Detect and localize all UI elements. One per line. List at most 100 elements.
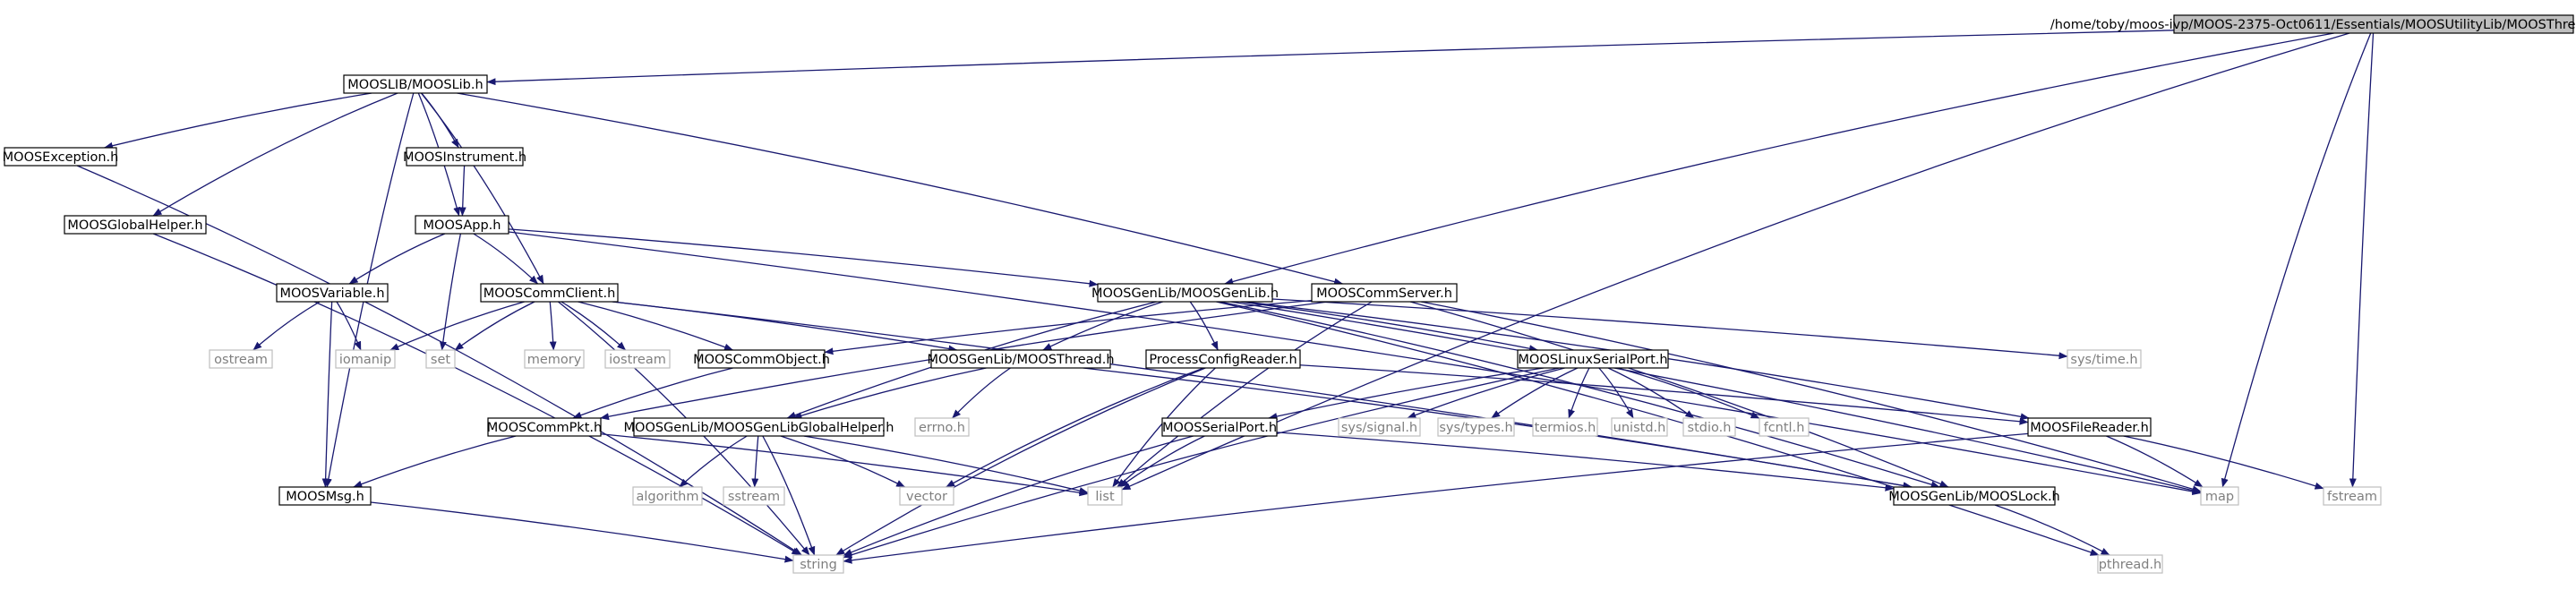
node-ostream-label: ostream <box>214 353 268 367</box>
node-iomanip-box <box>335 349 396 369</box>
node-genlibglobal-box <box>633 417 885 437</box>
node-fstream-label: fstream <box>2327 490 2377 504</box>
node-list-label: list <box>1095 490 1115 504</box>
edge-globalhelper-to-string <box>152 233 801 556</box>
edge-linuxserial-to-syssignal <box>1407 367 1565 419</box>
edge-commserver-to-map <box>1420 301 2202 493</box>
node-mooslib-box <box>343 74 488 94</box>
node-serialport[interactable]: MOOSSerialPort.h <box>1161 417 1278 437</box>
node-map: map <box>2200 486 2239 506</box>
edge-linuxserial-to-termios <box>1568 367 1590 419</box>
edge-commpkt-to-moosmsg <box>353 435 517 488</box>
node-commpkt-label: MOOSCommPkt.h <box>487 421 602 435</box>
node-list: list <box>1087 486 1123 506</box>
edge-linuxserial-to-string <box>843 367 1560 559</box>
node-memory: memory <box>524 349 585 369</box>
node-vector-box <box>899 486 954 506</box>
node-lock-box <box>1893 486 2056 506</box>
node-sstream-label: sstream <box>728 490 780 504</box>
node-thread-box <box>930 349 1111 369</box>
node-app[interactable]: MOOSApp.h <box>415 215 509 235</box>
edge-root-to-mooslib <box>486 30 2175 86</box>
edge-genlibglobal-to-sstream <box>751 435 759 488</box>
node-instrument[interactable]: MOOSInstrument.h <box>403 147 526 167</box>
edge-filereader-to-fstream <box>2123 435 2324 490</box>
edge-serialport-to-list <box>1119 435 1205 488</box>
node-errno-box <box>914 417 970 437</box>
node-fstream: fstream <box>2323 486 2382 506</box>
node-commobject[interactable]: MOOSCommObject.h <box>693 349 830 369</box>
node-commserver-box <box>1311 283 1458 303</box>
edge-commpkt-to-list <box>600 433 1089 497</box>
edge-thread-to-genlibglobal <box>792 367 987 419</box>
edge-genlib-to-pthread <box>1216 301 2100 556</box>
node-instrument-box <box>406 147 524 167</box>
node-root-box <box>2173 14 2574 34</box>
node-procconfig-label: ProcessConfigReader.h <box>1149 353 1297 367</box>
node-linuxserial[interactable]: MOOSLinuxSerialPort.h <box>1517 349 1669 369</box>
node-globalhelper[interactable]: MOOSGlobalHelper.h <box>64 215 207 235</box>
node-ostream-box <box>209 349 273 369</box>
node-moosmsg[interactable]: MOOSMsg.h <box>278 486 372 506</box>
node-commobject-label: MOOSCommObject.h <box>693 353 830 367</box>
node-exception[interactable]: MOOSException.h <box>3 147 119 167</box>
edge-commclient-to-string <box>558 301 810 556</box>
node-errno-label: errno.h <box>919 421 965 435</box>
node-iostream-label: iostream <box>609 353 666 367</box>
edge-commclient-to-set <box>454 301 535 351</box>
node-syssignal-box <box>1338 417 1421 437</box>
node-termios: termios.h <box>1532 417 1598 437</box>
edge-lock-to-pthread <box>1994 504 2110 556</box>
node-commserver[interactable]: MOOSCommServer.h <box>1311 283 1458 303</box>
node-variable[interactable]: MOOSVariable.h <box>276 283 389 303</box>
node-sstream-box <box>723 486 785 506</box>
edge-commserver-to-list <box>1117 301 1373 488</box>
edge-commclient-to-lock <box>612 301 1913 490</box>
node-genlib-label: MOOSGenLib/MOOSGenLib.h <box>1091 286 1279 301</box>
node-thread-label: MOOSGenLib/MOOSThread.h <box>927 353 1114 367</box>
node-procconfig[interactable]: ProcessConfigReader.h <box>1145 349 1301 369</box>
node-lock[interactable]: MOOSGenLib/MOOSLock.h <box>1888 486 2060 506</box>
node-set-box <box>425 349 456 369</box>
node-syssignal-label: sys/signal.h <box>1341 421 1417 435</box>
edge-mooslib-to-moosmsg <box>324 92 415 488</box>
node-filereader[interactable]: MOOSFileReader.h <box>2027 417 2152 437</box>
node-iostream-box <box>604 349 671 369</box>
node-systypes-box <box>1437 417 1515 437</box>
node-systypes: sys/types.h <box>1437 417 1515 437</box>
node-genlibglobal[interactable]: MOOSGenLib/MOOSGenLibGlobalHelper.h <box>624 417 894 437</box>
node-exception-label: MOOSException.h <box>3 150 119 165</box>
edge-moosmsg-to-string <box>370 501 794 563</box>
node-variable-label: MOOSVariable.h <box>279 286 384 301</box>
edge-procconfig-to-filereader <box>1299 364 2029 425</box>
edge-genlib-to-thread <box>1042 301 1163 351</box>
node-fcntl: fcntl.h <box>1759 417 1810 437</box>
node-commpkt[interactable]: MOOSCommPkt.h <box>487 417 602 437</box>
node-genlib[interactable]: MOOSGenLib/MOOSGenLib.h <box>1091 283 1279 303</box>
node-commclient-box <box>480 283 619 303</box>
node-set-label: set <box>431 353 450 367</box>
node-moosmsg-box <box>278 486 372 506</box>
edge-linuxserial-to-stdio <box>1607 367 1695 419</box>
node-thread[interactable]: MOOSGenLib/MOOSThread.h <box>927 349 1115 369</box>
node-procconfig-box <box>1145 349 1301 369</box>
node-systime-label: sys/time.h <box>2070 353 2137 367</box>
node-root[interactable]: /home/toby/moos-ivp/MOOS-2375-Oct0611/Es… <box>2050 14 2576 34</box>
node-commclient[interactable]: MOOSCommClient.h <box>480 283 619 303</box>
node-map-box <box>2200 486 2239 506</box>
node-set: set <box>425 349 456 369</box>
edge-filereader-to-map <box>2106 435 2204 488</box>
node-filereader-label: MOOSFileReader.h <box>2030 421 2149 435</box>
node-instrument-label: MOOSInstrument.h <box>403 150 526 165</box>
edge-linuxserial-to-fcntl <box>1617 367 1760 419</box>
node-iostream: iostream <box>604 349 671 369</box>
node-genlib-box <box>1097 283 1273 303</box>
node-mooslib[interactable]: MOOSLIB/MOOSLib.h <box>343 74 488 94</box>
node-systime: sys/time.h <box>2067 349 2142 369</box>
node-globalhelper-box <box>64 215 207 235</box>
node-genlibglobal-label: MOOSGenLib/MOOSGenLibGlobalHelper.h <box>624 421 894 435</box>
node-memory-box <box>524 349 585 369</box>
edge-procconfig-to-vector <box>946 367 1204 488</box>
edge-genlibglobal-to-algorithm <box>679 435 748 488</box>
edge-genlibglobal-to-list <box>803 435 1089 494</box>
